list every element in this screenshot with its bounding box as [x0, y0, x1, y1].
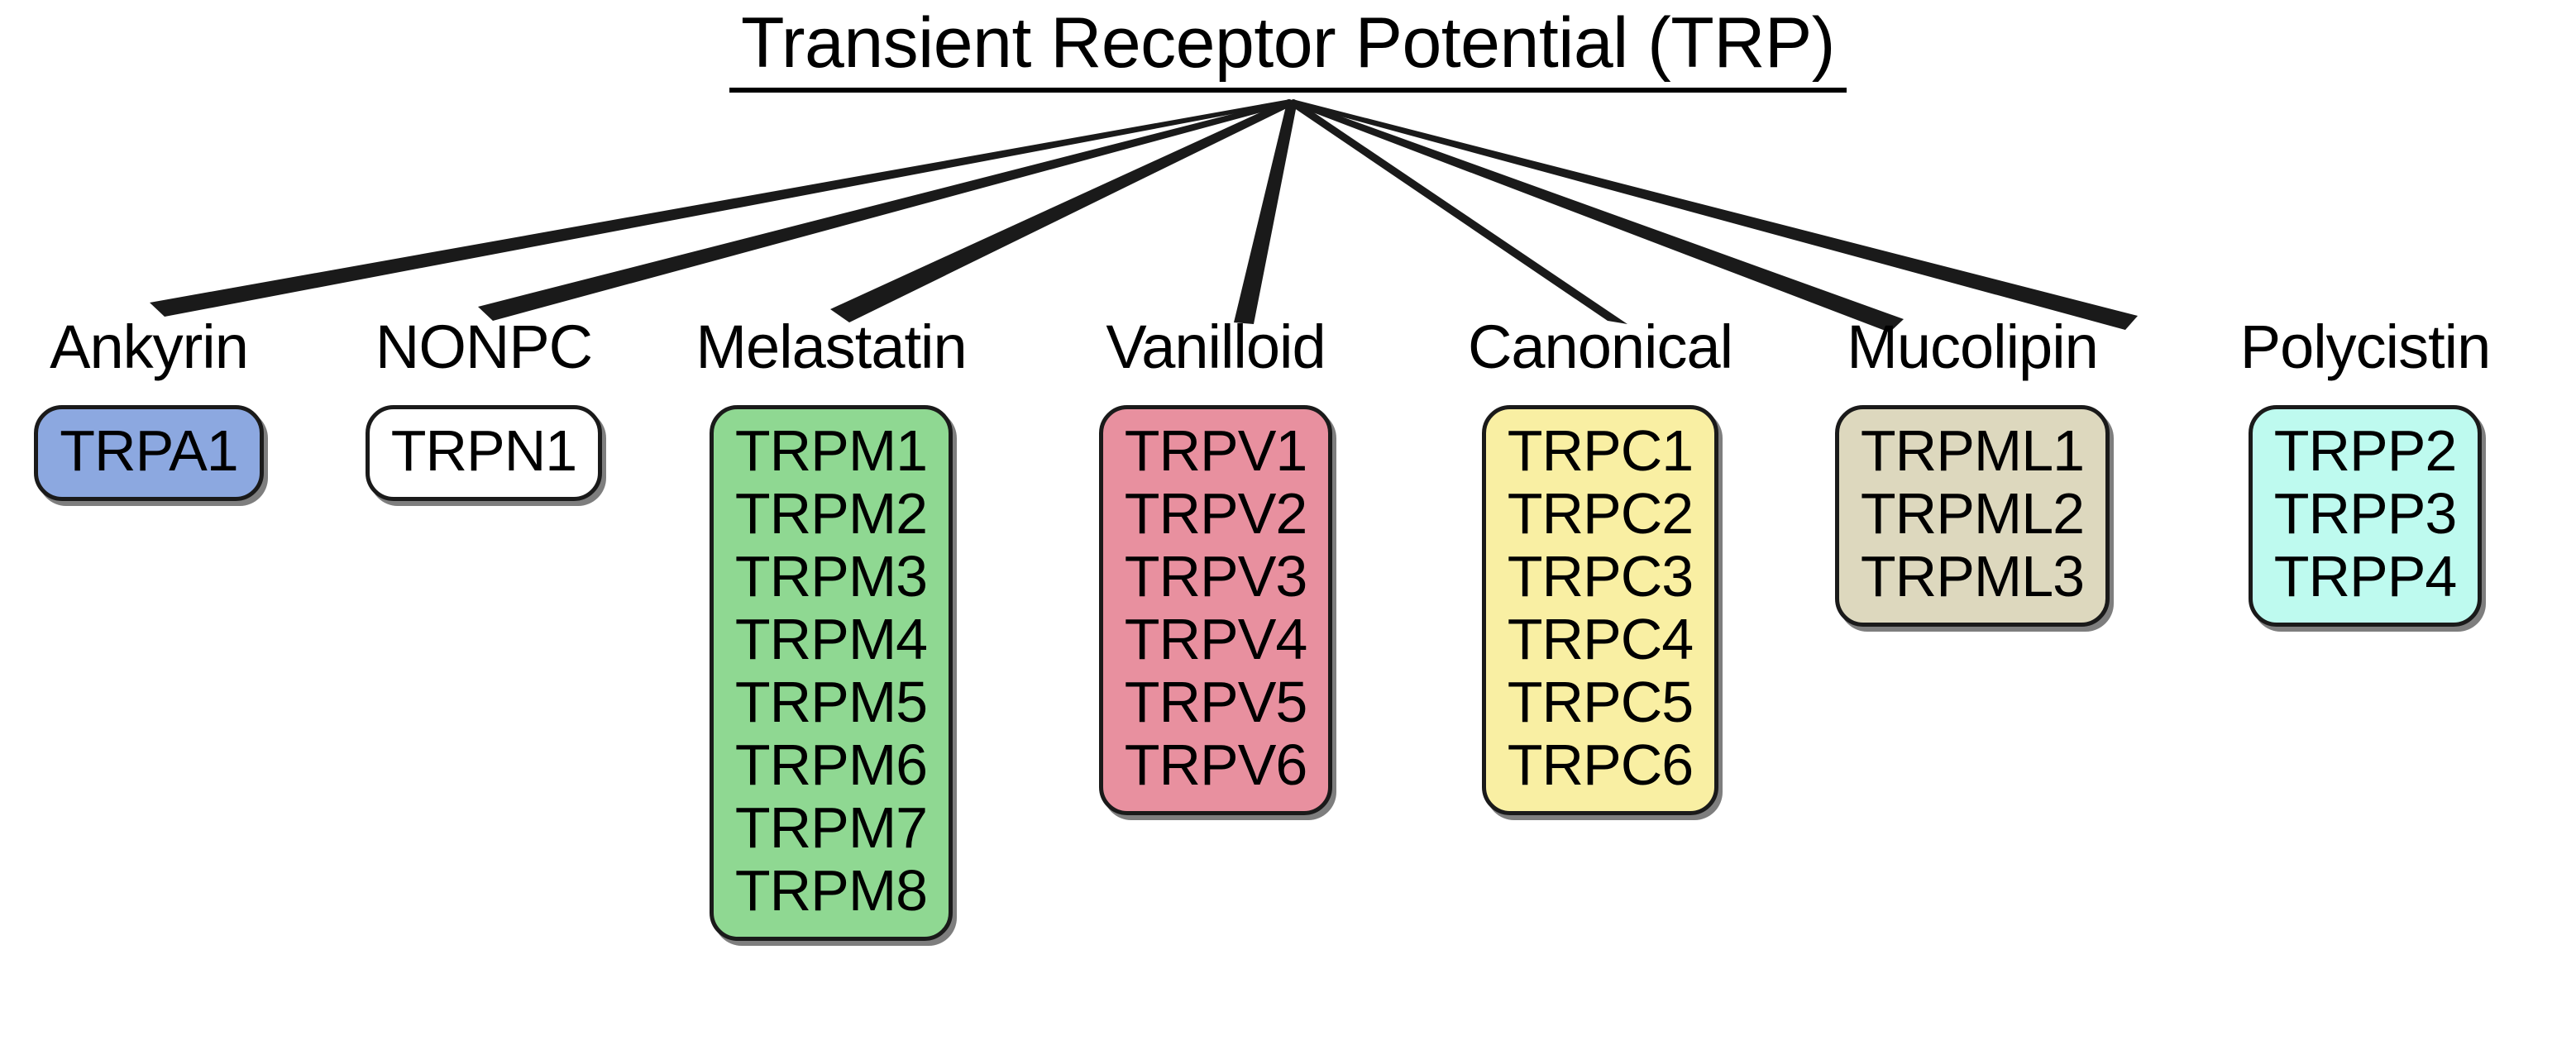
list-item: TRPM4 [734, 607, 928, 671]
member-box-ankyrin[interactable]: TRPA1 [34, 405, 264, 501]
member-box-mucolipin[interactable]: TRPML1 TRPML2 TRPML3 [1834, 405, 2110, 627]
list-item: TRPV2 [1124, 481, 1308, 546]
list-item: TRPML3 [1860, 544, 2085, 609]
group-label-canonical: Canonical [1467, 313, 1733, 381]
list-item: TRPC4 [1507, 607, 1694, 671]
group-label-nonpc: NONPC [375, 313, 593, 381]
list-item: TRPC3 [1507, 544, 1694, 609]
list-item: TRPM6 [734, 733, 928, 797]
list-item: TRPV3 [1124, 544, 1308, 609]
member-box-nonpc[interactable]: TRPN1 [365, 405, 603, 501]
list-item: TRPC6 [1507, 733, 1694, 797]
group-column-polycistin: Polycistin TRPP2 TRPP3 TRPP4 [2183, 314, 2547, 627]
connector-to-mucolipin [1289, 99, 1904, 332]
group-column-canonical: Canonical TRPC1 TRPC2 TRPC3 TRPC4 TRPC5 … [1422, 314, 1778, 815]
member-box-melastatin[interactable]: TRPM1 TRPM2 TRPM3 TRPM4 TRPM5 TRPM6 TRPM… [709, 405, 953, 941]
list-item: TRPC2 [1507, 481, 1694, 546]
list-item: TRPP4 [2273, 544, 2458, 609]
group-column-melastatin: Melastatin TRPM1 TRPM2 TRPM3 TRPM4 TRPM5… [653, 314, 1009, 941]
list-item: TRPV1 [1124, 418, 1308, 483]
list-item: TRPA1 [60, 418, 238, 483]
list-item: TRPM7 [734, 795, 928, 860]
list-item: TRPML2 [1860, 481, 2085, 546]
member-box-polycistin[interactable]: TRPP2 TRPP3 TRPP4 [2248, 405, 2483, 627]
list-item: TRPC5 [1507, 670, 1694, 734]
list-item: TRPM8 [734, 858, 928, 923]
list-item: TRPML1 [1860, 418, 2085, 483]
group-column-vanilloid: Vanilloid TRPV1 TRPV2 TRPV3 TRPV4 TRPV5 … [1050, 314, 1381, 815]
list-item: TRPM5 [734, 670, 928, 734]
group-column-nonpc: NONPC TRPN1 [327, 314, 641, 501]
group-label-melastatin: Melastatin [695, 313, 967, 381]
connector-to-nonpc [478, 99, 1294, 321]
member-box-canonical[interactable]: TRPC1 TRPC2 TRPC3 TRPC4 TRPC5 TRPC6 [1481, 405, 1719, 815]
list-item: TRPV4 [1124, 607, 1308, 671]
group-label-mucolipin: Mucolipin [1847, 313, 2099, 381]
list-item: TRPC1 [1507, 418, 1694, 483]
list-item: TRPN1 [390, 418, 577, 483]
connector-to-melastatin [830, 99, 1295, 322]
list-item: TRPM3 [734, 544, 928, 609]
connector-to-ankyrin [150, 99, 1293, 317]
list-item: TRPM1 [734, 418, 928, 483]
connector-to-polycistin [1289, 99, 2138, 330]
group-label-vanilloid: Vanilloid [1106, 313, 1326, 381]
list-item: TRPP2 [2273, 418, 2458, 483]
connector-to-canonical [1288, 99, 1627, 324]
group-column-ankyrin: Ankyrin TRPA1 [0, 314, 298, 501]
group-column-mucolipin: Mucolipin TRPML1 TRPML2 TRPML3 [1795, 314, 2150, 627]
list-item: TRPV5 [1124, 670, 1308, 734]
list-item: TRPV6 [1124, 733, 1308, 797]
group-label-ankyrin: Ankyrin [50, 313, 249, 381]
connector-group [150, 99, 2138, 332]
connector-to-vanilloid [1234, 99, 1298, 324]
group-label-polycistin: Polycistin [2239, 313, 2492, 381]
list-item: TRPM2 [734, 481, 928, 546]
list-item: TRPP3 [2273, 481, 2458, 546]
member-box-vanilloid[interactable]: TRPV1 TRPV2 TRPV3 TRPV4 TRPV5 TRPV6 [1098, 405, 1333, 815]
